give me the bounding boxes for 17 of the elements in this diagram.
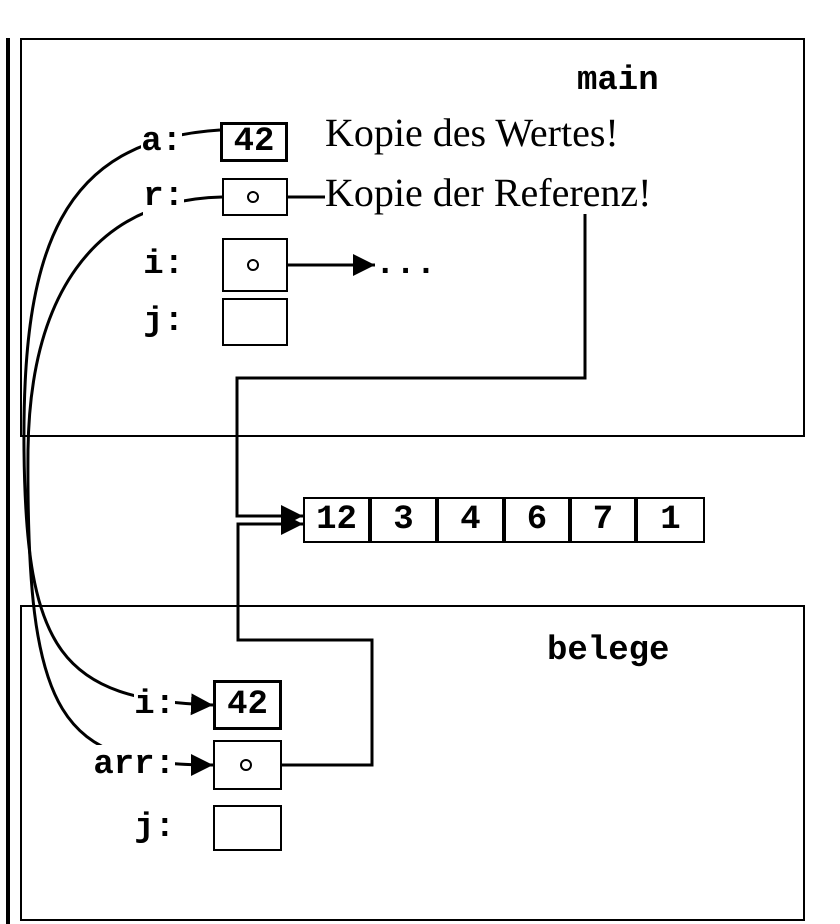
arrow: [22, 128, 220, 715]
variable-box: 42: [220, 122, 288, 162]
variable-box: [213, 740, 282, 790]
array-cell: 3: [370, 497, 437, 543]
array-cell: 1: [636, 497, 705, 543]
stack-frame: [20, 605, 805, 921]
variable-box: [222, 298, 288, 346]
variable-box: [222, 178, 288, 216]
variable-box: [213, 805, 282, 851]
stack-frame: [20, 38, 805, 437]
array-cell: 12: [303, 497, 370, 543]
array-cell: 4: [437, 497, 504, 543]
array-cell: 6: [504, 497, 570, 543]
array-cell: 7: [570, 497, 636, 543]
ellipsis-text: ...: [375, 245, 485, 285]
variable-box: [222, 238, 288, 292]
variable-box: 42: [213, 680, 282, 730]
